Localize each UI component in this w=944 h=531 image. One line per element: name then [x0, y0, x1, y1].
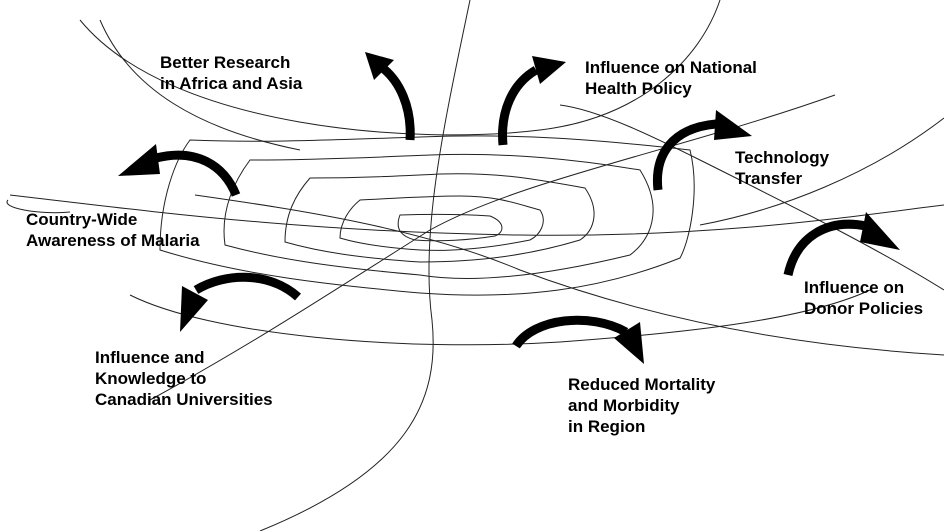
web-ring-1: [339, 195, 544, 251]
label-reduced-mortality-line-1: Reduced Mortality: [568, 375, 716, 394]
label-country-awareness-line-1: Country-Wide: [26, 210, 138, 229]
label-donor-policies: Influence on Donor Policies: [804, 277, 923, 319]
label-country-awareness: Country-Wide Awareness of Malaria: [26, 209, 200, 251]
web-radial-spoke-2: [149, 94, 836, 401]
arrow-national-policy-shaft: [498, 66, 539, 146]
label-better-research: Better Research in Africa and Asia: [160, 52, 302, 94]
arrow-canadian-universities-shaft: [193, 272, 301, 301]
arrow-reduced-mortality: [512, 315, 644, 364]
arrow-donor-policies-head: [860, 212, 900, 250]
label-reduced-mortality-line-3: in Region: [568, 417, 646, 436]
arrow-reduced-mortality-head: [614, 322, 644, 364]
label-better-research-line-1: Better Research: [160, 53, 291, 72]
label-national-policy: Influence on National Health Policy: [585, 57, 757, 99]
arrow-canadian-universities: [180, 272, 301, 332]
arrow-better-research-shaft: [377, 62, 415, 141]
web-arc-outer: [9, 194, 944, 236]
web-bottom-curve: [129, 289, 871, 346]
arrow-donor-policies: [783, 212, 900, 277]
label-reduced-mortality-line-2: and Morbidity: [568, 396, 680, 415]
label-canadian-universities-line-1: Influence and: [95, 348, 205, 367]
web-radial-spoke-3: [559, 104, 944, 291]
label-donor-policies-line-1: Influence on: [804, 278, 905, 297]
label-technology-transfer-line-2: Transfer: [735, 169, 803, 188]
web-arc-top: [79, 0, 721, 136]
label-canadian-universities-line-2: Knowledge to: [95, 369, 207, 388]
web-ring-2: [284, 173, 595, 263]
arrow-reduced-mortality-shaft: [512, 315, 629, 349]
web-ring-3: [223, 153, 654, 279]
web-radial-spoke-1: [259, 0, 471, 531]
arrow-country-awareness-head: [118, 144, 160, 176]
arrow-national-policy-head: [532, 56, 566, 84]
web-radial-spoke-4: [194, 194, 944, 356]
arrow-country-awareness: [118, 144, 241, 197]
label-national-policy-line-1: Influence on National: [585, 58, 757, 77]
arrow-technology-transfer-shaft: [652, 119, 717, 191]
label-national-policy-line-2: Health Policy: [585, 79, 692, 98]
web-ring-outer: [159, 135, 695, 296]
label-technology-transfer-line-1: Technology: [735, 148, 830, 167]
arrow-technology-transfer: [652, 110, 752, 191]
arrow-donor-policies-shaft: [783, 219, 867, 277]
arrow-better-research: [365, 52, 415, 141]
label-country-awareness-line-2: Awareness of Malaria: [26, 231, 200, 250]
label-canadian-universities: Influence and Knowledge to Canadian Univ…: [95, 347, 273, 410]
arrow-country-awareness-shaft: [154, 150, 241, 197]
web-ring-core: [397, 213, 503, 242]
label-better-research-line-2: in Africa and Asia: [160, 74, 303, 93]
label-technology-transfer: Technology Transfer: [735, 147, 829, 189]
label-canadian-universities-line-3: Canadian Universities: [95, 390, 273, 409]
arrow-canadian-universities-head: [180, 286, 208, 332]
arrow-better-research-head: [365, 52, 394, 80]
label-donor-policies-line-2: Donor Policies: [804, 299, 924, 318]
web-arc-right: [699, 117, 944, 226]
arrow-national-policy: [498, 56, 566, 146]
label-reduced-mortality: Reduced Mortality and Morbidity in Regio…: [568, 374, 715, 437]
arrow-technology-transfer-head: [714, 110, 752, 140]
web-side-curve-left: [6, 199, 71, 214]
